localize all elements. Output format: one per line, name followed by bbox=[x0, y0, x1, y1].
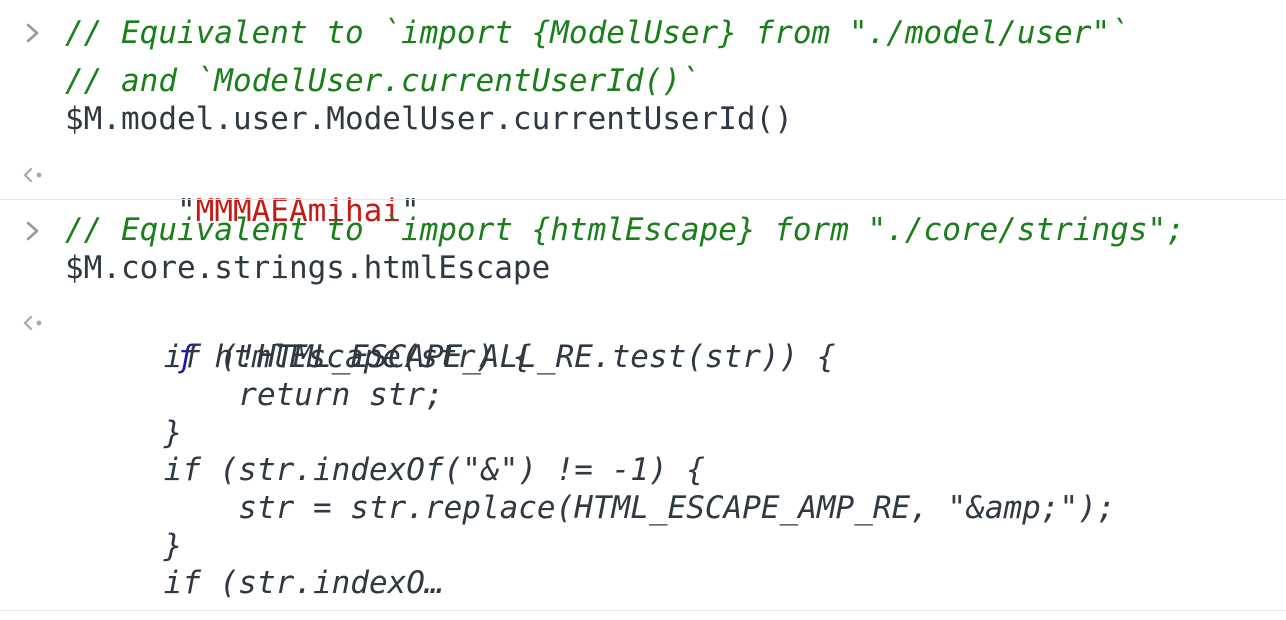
console-output-entry: "MMMAEAmihai" bbox=[0, 150, 1286, 229]
code-comment-line: // Equivalent to `import {ModelUser} fro… bbox=[65, 15, 1129, 51]
function-source-line: } bbox=[89, 528, 183, 564]
string-quote-close: " bbox=[400, 193, 420, 229]
code-comment-line: // and `ModelUser.currentUserId()` bbox=[65, 63, 700, 99]
entry-divider bbox=[0, 199, 1286, 200]
input-prompt-chevron-icon bbox=[20, 218, 46, 244]
function-source-line: if (!HTML_ESCAPE_ALL_RE.test(str)) { bbox=[89, 339, 836, 375]
console-input-entry[interactable]: // Equivalent to `import {htmlEscape} fo… bbox=[0, 200, 1286, 296]
console-input-entry[interactable]: // Equivalent to `import {ModelUser} fro… bbox=[0, 0, 1286, 150]
function-source-line: } bbox=[89, 415, 183, 451]
function-source-line: htmlEscape(str) { bbox=[195, 339, 532, 375]
function-source-line-truncated: if (str.indexO… bbox=[89, 565, 444, 601]
input-prompt-chevron-icon bbox=[20, 20, 46, 46]
function-source-line: str = str.replace(HTML_ESCAPE_AMP_RE, "&… bbox=[89, 490, 1116, 526]
function-marker-icon: ƒ bbox=[176, 339, 196, 375]
code-comment-line: // Equivalent to `import {htmlEscape} fo… bbox=[65, 212, 1185, 248]
code-expression-line: $M.core.strings.htmlEscape bbox=[65, 250, 551, 286]
code-expression-line: $M.model.user.ModelUser.currentUserId() bbox=[65, 101, 793, 137]
output-return-arrow-icon bbox=[20, 162, 46, 188]
output-return-arrow-icon bbox=[20, 310, 46, 336]
function-source-line: if (str.indexOf("&") != -1) { bbox=[89, 452, 705, 488]
entry-divider bbox=[0, 610, 1286, 611]
console-output-entry[interactable]: ƒ htmlEscape(str) { if (!HTML_ESCAPE_ALL… bbox=[0, 298, 1286, 610]
function-source-line: return str; bbox=[89, 377, 444, 413]
string-quote-open: " bbox=[176, 193, 196, 229]
function-signature-line: ƒ htmlEscape(str) { bbox=[65, 300, 532, 414]
